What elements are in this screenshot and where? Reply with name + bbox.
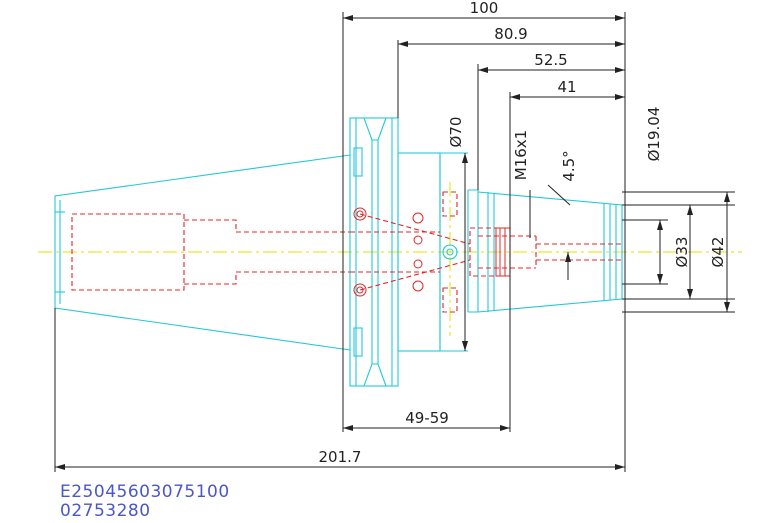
dim-range: 49-59 <box>405 409 449 427</box>
dim-phi70: Ø70 <box>447 117 465 148</box>
dim-phi19: Ø19.04 <box>645 107 663 162</box>
dimension-lines <box>54 12 735 472</box>
dim-80-9: 80.9 <box>494 25 527 43</box>
holder-outline <box>54 117 623 387</box>
dim-phi33: Ø33 <box>673 237 691 268</box>
article-code: E25045603075100 <box>60 482 230 502</box>
dim-thread: M16x1 <box>512 130 530 180</box>
dim-100: 100 <box>470 0 499 17</box>
dim-41: 41 <box>557 78 576 96</box>
dim-angle: 4.5° <box>560 150 578 181</box>
screw-details <box>353 207 511 297</box>
arrowheads <box>55 15 730 470</box>
hidden-features <box>71 191 622 313</box>
dim-total-length: 201.7 <box>319 448 362 466</box>
order-number: 02753280 <box>60 501 151 521</box>
dim-52-5: 52.5 <box>534 51 567 69</box>
dim-phi42: Ø42 <box>709 237 727 268</box>
